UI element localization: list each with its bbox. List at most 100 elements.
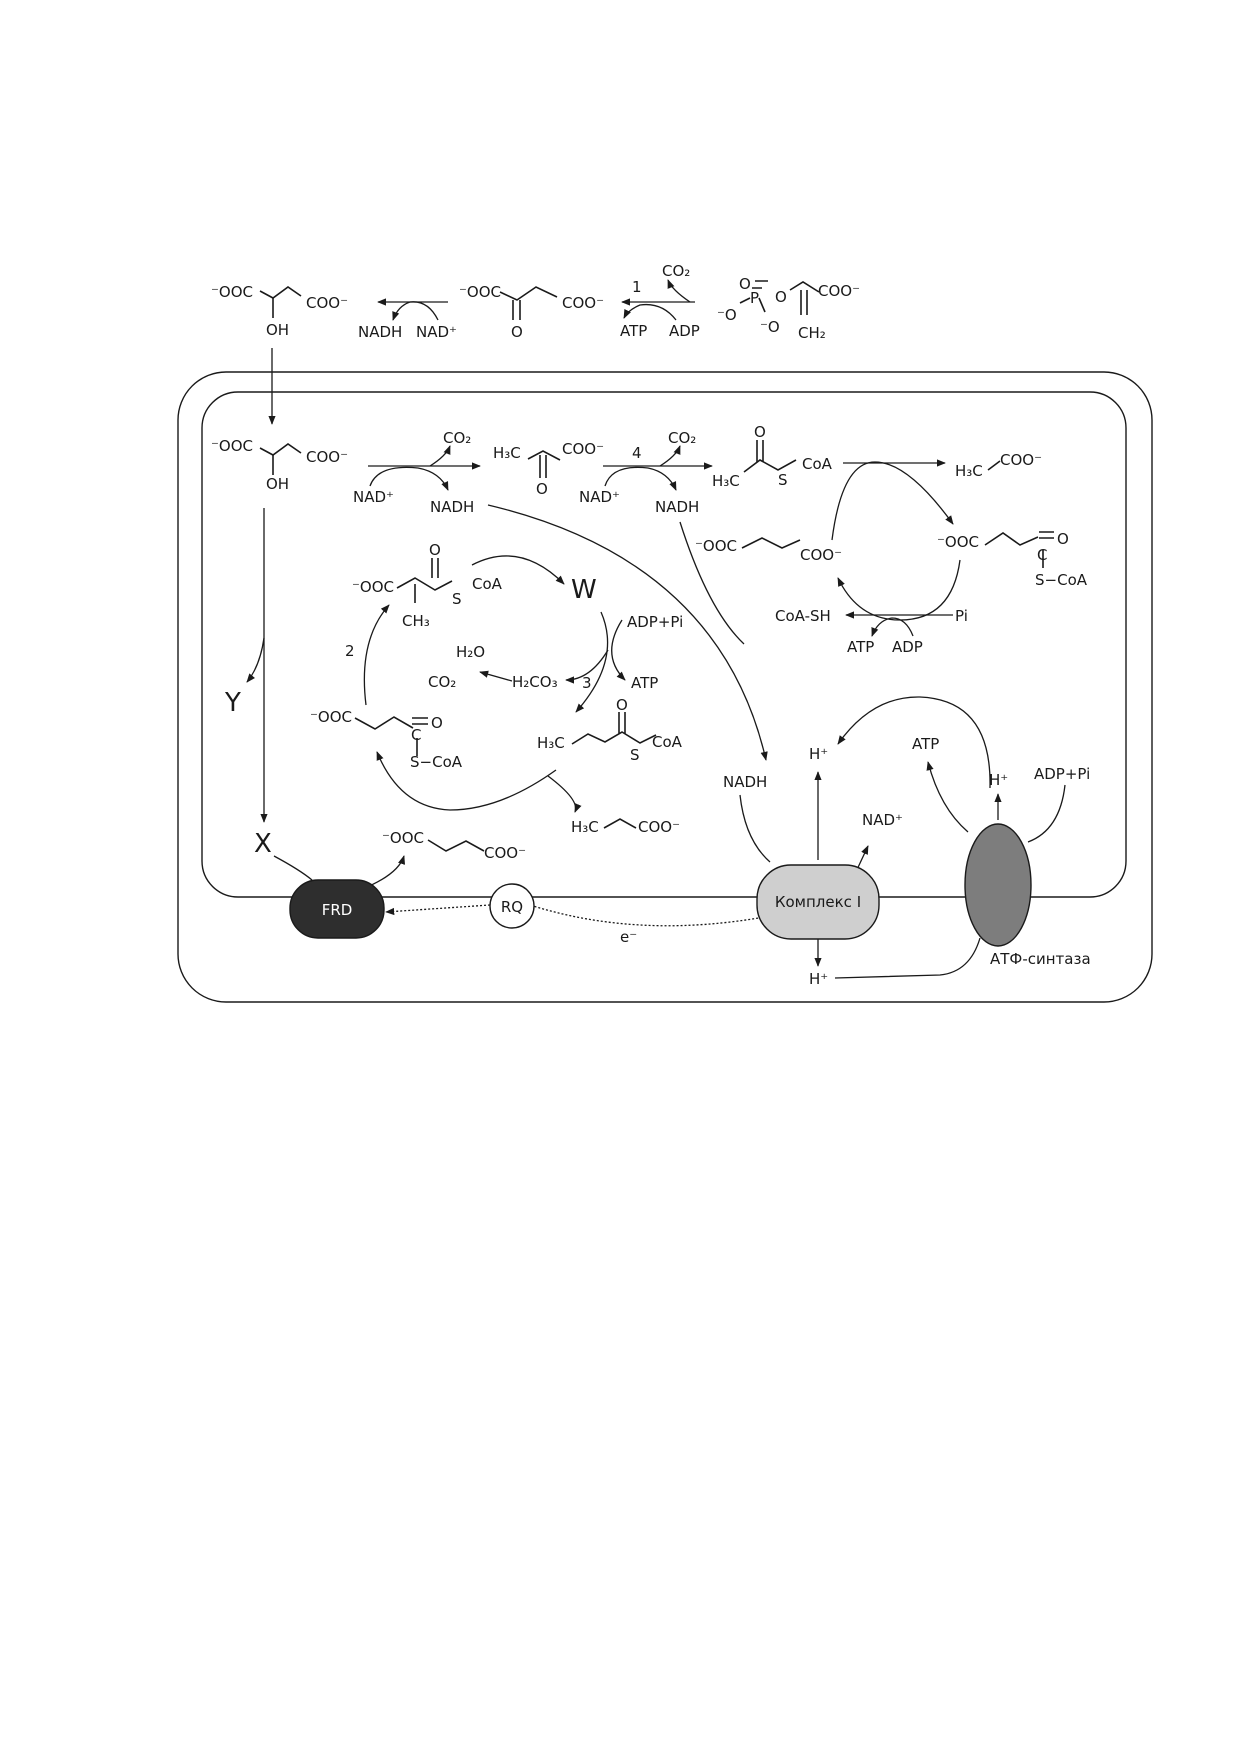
pep-minus-o-left: ⁻O xyxy=(717,306,737,324)
arrow-nad-nadh-malic xyxy=(369,466,449,491)
arrow-h-plus-loop xyxy=(837,696,991,789)
electron-path-complex-to-rq xyxy=(529,904,771,927)
pep-p: P xyxy=(750,289,759,307)
nad-complex: NAD⁺ xyxy=(862,811,903,829)
pyruvate-o: O xyxy=(536,480,548,498)
arrow-propionylcoa-to-propionate xyxy=(547,775,582,813)
adp-top: ADP xyxy=(669,322,700,340)
succinate-bottom-structure xyxy=(427,839,485,852)
rq-label: RQ xyxy=(501,898,523,916)
methylmalonylcoa-coa: CoA xyxy=(472,575,503,593)
adp-pi-synthase: ADP+Pi xyxy=(1034,765,1090,783)
arrow-h-plus-into-synthase xyxy=(834,937,981,979)
nad-step4: NAD⁺ xyxy=(579,488,620,506)
arrow-adp-pi-into-synthase xyxy=(1027,784,1066,843)
propionylcoa-coa: CoA xyxy=(652,733,683,751)
pyruvate-structure xyxy=(527,450,561,478)
arrow-atp-formation-1 xyxy=(623,303,677,321)
malate-inner-coo: COO⁻ xyxy=(306,448,348,466)
succinylcoa-right-scoa: S−CoA xyxy=(1035,571,1088,589)
step-3-label: 3 xyxy=(582,674,592,692)
cell-outer-membrane xyxy=(177,371,1153,1003)
pep-o-right: O xyxy=(775,288,787,306)
acetate-structure xyxy=(987,460,1001,471)
rq-node xyxy=(489,883,535,929)
arrow-synthase-to-atp xyxy=(926,761,969,833)
acetate-h3c: H₃C xyxy=(955,462,983,480)
pyruvate-coo: COO⁻ xyxy=(562,440,604,458)
pep-o-double: O xyxy=(739,275,751,293)
oxaloacetate-top-structure xyxy=(499,286,558,320)
methylmalonylcoa-s: S xyxy=(452,590,462,608)
propionate-coo: COO⁻ xyxy=(638,818,680,836)
pep-ch2: CH₂ xyxy=(798,324,826,342)
arrow-nad-nadh-top xyxy=(392,301,439,321)
step-2-label: 2 xyxy=(345,642,355,660)
malate-top-ooc: ⁻OOC xyxy=(211,283,253,301)
succinylcoa-left-structure xyxy=(354,716,428,756)
methylmalonylcoa-ooc: ⁻OOC xyxy=(352,578,394,596)
propionate-structure xyxy=(603,818,637,829)
adp-pi-step3: ADP+Pi xyxy=(627,613,683,631)
arrow-h2co3-release xyxy=(565,649,609,684)
methylmalonylcoa-structure xyxy=(396,558,453,603)
acetate-coo: COO⁻ xyxy=(1000,451,1042,469)
h2co3: H₂CO₃ xyxy=(512,673,558,691)
succinate-bottom-ooc: ⁻OOC xyxy=(382,829,424,847)
pyruvate-h3c: H₃C xyxy=(493,444,521,462)
propionylcoa-o: O xyxy=(616,696,628,714)
arrow-co2-release-4 xyxy=(659,445,681,467)
oxaloacetate-top-coo: COO⁻ xyxy=(562,294,604,312)
malate-inner-oh: OH xyxy=(266,475,289,493)
mitochondrion-inner-compartment xyxy=(201,391,1127,898)
h-plus-lower: H⁺ xyxy=(809,970,828,988)
malate-top-structure xyxy=(259,286,302,318)
propionylcoa-structure xyxy=(571,712,657,745)
propionylcoa-s: S xyxy=(630,746,640,764)
arrow-nadh-step4-to-complex xyxy=(679,521,745,645)
malate-top-oh: OH xyxy=(266,321,289,339)
atp-succinyl: ATP xyxy=(847,638,874,656)
arrow-succinylcoa-to-methylmalonylcoa xyxy=(363,604,390,706)
adp-succinyl: ADP xyxy=(892,638,923,656)
coa-sh: CoA-SH xyxy=(775,607,831,625)
phosphoenolpyruvate-structure xyxy=(739,280,820,315)
co2-step4: CO₂ xyxy=(668,429,696,447)
propionylcoa-h3c: H₃C xyxy=(537,734,565,752)
x-label: X xyxy=(254,829,272,859)
acetyl-coa-h3c: H₃C xyxy=(712,472,740,490)
arrow-succinylcoa-to-succinate xyxy=(837,559,961,621)
complex-i-label: Комплекс I xyxy=(775,893,861,911)
methylmalonylcoa-o: O xyxy=(429,541,441,559)
frd-label: FRD xyxy=(322,901,353,919)
succinate-right-coo: COO⁻ xyxy=(800,546,842,564)
nad-top: NAD⁺ xyxy=(416,323,457,341)
co2-malic: CO₂ xyxy=(443,429,471,447)
electron-label: e⁻ xyxy=(620,928,637,946)
propionate-h3c: H₃C xyxy=(571,818,599,836)
acetyl-coa-structure xyxy=(743,440,797,473)
h-plus-upper: H⁺ xyxy=(809,745,828,763)
arrow-adp-atp-step3 xyxy=(611,619,626,681)
arrow-co2-release-malic xyxy=(429,445,451,467)
succinate-right-ooc: ⁻OOC xyxy=(695,537,737,555)
pep-minus-o-bottom: ⁻O xyxy=(760,318,780,336)
malate-inner-structure xyxy=(259,443,302,475)
arrow-propionylcoa-to-succinylcoa xyxy=(376,751,557,811)
nadh-top: NADH xyxy=(358,323,402,341)
succinylcoa-right-o: O xyxy=(1057,530,1069,548)
atp-synthase-label: АТФ-синтаза xyxy=(990,950,1091,968)
step-1-label: 1 xyxy=(632,278,642,296)
oxaloacetate-top-o: O xyxy=(511,323,523,341)
nad-malic: NAD⁺ xyxy=(353,488,394,506)
arrow-nadh-into-complex xyxy=(739,794,771,863)
acetyl-coa-o: O xyxy=(754,423,766,441)
arrow-h2co3-to-co2 xyxy=(479,670,513,682)
co2-top: CO₂ xyxy=(662,262,690,280)
arrow-acetylcoa-to-succinylcoa-cycle xyxy=(831,461,954,541)
malate-top-coo: COO⁻ xyxy=(306,294,348,312)
arrow-adp-atp-succinyl xyxy=(871,617,914,637)
acetyl-coa-s: S xyxy=(778,471,788,489)
nadh-malic: NADH xyxy=(430,498,474,516)
w-label: W xyxy=(571,575,597,605)
